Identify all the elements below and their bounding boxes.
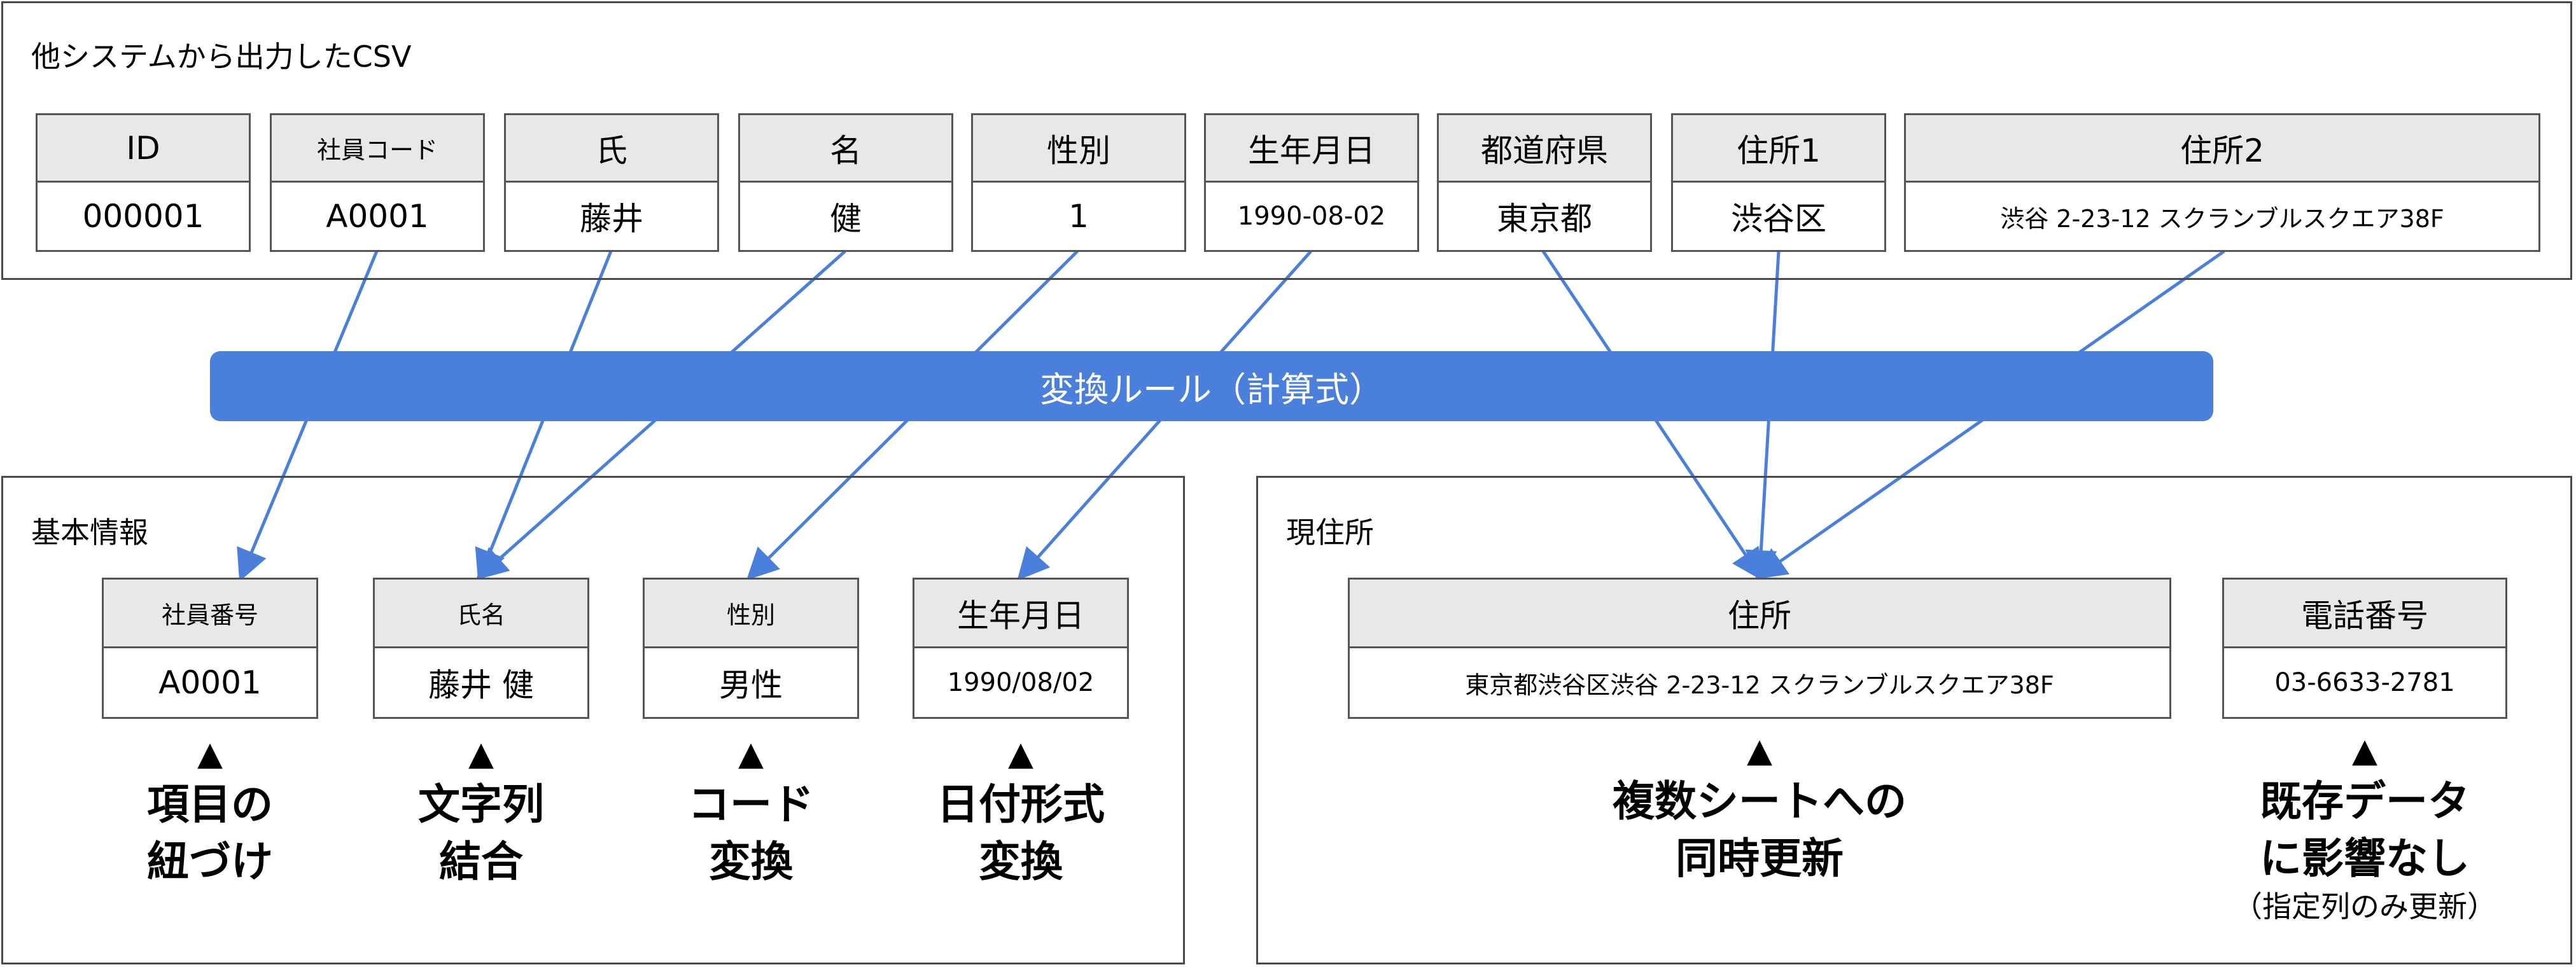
marker-triangle-icon: ▲: [2352, 732, 2377, 770]
field-header: 住所: [1350, 580, 2169, 648]
field-employee-number: 社員番号 A0001: [102, 578, 318, 719]
field-value: 1990/08/02: [947, 668, 1095, 697]
caption-line: 文字列: [418, 780, 544, 829]
csv-col-birthdate: 生年月日 1990-08-02: [1204, 113, 1419, 252]
csv-col-first-name: 名 健: [738, 113, 953, 252]
csv-col-header: 住所1: [1673, 115, 1884, 183]
csv-col-value: 000001: [82, 198, 204, 235]
field-value: 03-6633-2781: [2274, 668, 2455, 697]
csv-col-prefecture: 都道府県 東京都: [1437, 113, 1652, 252]
csv-col-id: ID 000001: [36, 113, 251, 252]
csv-col-header: 生年月日: [1206, 115, 1417, 183]
csv-col-header: 氏: [506, 115, 717, 183]
caption-line: 既存データ: [2260, 777, 2470, 826]
current-address-panel: 現住所: [1256, 476, 2572, 964]
field-header: 社員番号: [104, 580, 316, 648]
csv-col-last-name: 氏 藤井: [504, 113, 719, 252]
caption-line: 変換: [979, 837, 1063, 886]
conversion-rule-bar: 変換ルール（計算式）: [210, 351, 2213, 421]
csv-col-value: 健: [830, 200, 862, 237]
caption-line: 複数シートへの: [1613, 777, 1907, 826]
caption-multi-sheet-update: ▲ 複数シートへの 同時更新: [1537, 728, 1982, 887]
field-header: 性別: [645, 580, 857, 648]
csv-panel: 他システムから出力したCSV: [1, 1, 2572, 280]
caption-line: 紐づけ: [147, 837, 273, 886]
caption-field-mapping: ▲ 項目の 紐づけ: [83, 732, 337, 891]
caption-line: 日付形式: [937, 780, 1105, 829]
csv-col-value: 1990-08-02: [1237, 202, 1386, 231]
csv-col-header: 社員コード: [272, 115, 483, 183]
caption-note: （指定列のみ更新）: [2233, 889, 2496, 924]
caption-line: 項目の: [147, 780, 273, 829]
field-value: 東京都渋谷区渋谷 2-23-12 スクランブルスクエア38F: [1465, 671, 2054, 699]
field-header: 生年月日: [914, 580, 1127, 648]
csv-col-gender: 性別 1: [971, 113, 1186, 252]
field-value: 男性: [719, 667, 783, 704]
marker-triangle-icon: ▲: [468, 735, 494, 773]
csv-col-header: 住所2: [1906, 115, 2538, 183]
caption-date-format: ▲ 日付形式 変換: [893, 732, 1148, 891]
field-birthdate: 生年月日 1990/08/02: [913, 578, 1129, 719]
field-phone: 電話番号 03-6633-2781: [2222, 578, 2507, 719]
marker-triangle-icon: ▲: [1747, 732, 1772, 770]
csv-col-value: 渋谷区: [1731, 200, 1826, 237]
caption-no-impact: ▲ 既存データ に影響なし （指定列のみ更新）: [2174, 728, 2556, 926]
csv-col-header: ID: [38, 115, 249, 183]
caption-code-conversion: ▲ コード 変換: [624, 732, 878, 891]
csv-panel-title: 他システムから出力したCSV: [31, 39, 412, 74]
caption-line: 同時更新: [1676, 834, 1844, 883]
caption-line: に影響なし: [2260, 834, 2470, 883]
caption-string-concat: ▲ 文字列 結合: [354, 732, 608, 891]
field-value: 藤井 健: [428, 667, 534, 704]
basic-info-panel: 基本情報: [1, 476, 1185, 964]
marker-triangle-icon: ▲: [738, 735, 764, 773]
csv-col-header: 名: [740, 115, 951, 183]
current-address-title: 現住所: [1286, 515, 1374, 550]
basic-info-title: 基本情報: [31, 515, 148, 550]
field-header: 氏名: [375, 580, 587, 648]
csv-col-address2: 住所2 渋谷 2-23-12 スクランブルスクエア38F: [1904, 113, 2540, 252]
csv-col-value: A0001: [326, 198, 429, 235]
csv-col-header: 性別: [973, 115, 1184, 183]
csv-col-value: 1: [1068, 198, 1089, 235]
field-address: 住所 東京都渋谷区渋谷 2-23-12 スクランブルスクエア38F: [1348, 578, 2171, 719]
csv-col-value: 東京都: [1497, 200, 1592, 237]
field-header: 電話番号: [2224, 580, 2505, 648]
caption-line: コード: [688, 780, 814, 829]
csv-col-value: 渋谷 2-23-12 スクランブルスクエア38F: [2000, 204, 2444, 233]
caption-line: 結合: [439, 837, 523, 886]
csv-col-value: 藤井: [580, 200, 643, 237]
marker-triangle-icon: ▲: [1008, 735, 1033, 773]
csv-col-address1: 住所1 渋谷区: [1671, 113, 1886, 252]
field-full-name: 氏名 藤井 健: [373, 578, 589, 719]
caption-line: 変換: [709, 837, 793, 886]
field-gender: 性別 男性: [643, 578, 859, 719]
field-value: A0001: [158, 664, 262, 701]
csv-col-header: 都道府県: [1439, 115, 1650, 183]
csv-col-employee-code: 社員コード A0001: [270, 113, 485, 252]
marker-triangle-icon: ▲: [197, 735, 223, 773]
